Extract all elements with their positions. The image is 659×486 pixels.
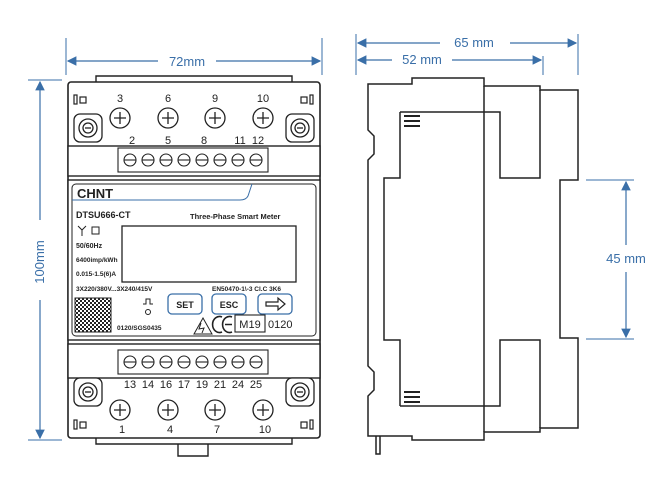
terminal-label: 1 <box>119 424 125 436</box>
terminal-label: 6 <box>165 93 171 105</box>
pulse-led-icon <box>143 298 153 315</box>
terminal-label: 10 <box>257 93 269 105</box>
current-label: 0.015-1.5(6)A <box>76 271 116 278</box>
qr-code <box>74 297 112 333</box>
side-depth-inner-label: 52 mm <box>402 52 442 67</box>
terminal-label: 25 <box>250 379 262 391</box>
bottom-screw-terminals <box>109 399 274 421</box>
frequency-label: 50/60Hz <box>76 243 103 250</box>
rail-height-label: 45 mm <box>606 251 646 266</box>
brand-logo: CHNT <box>77 186 113 201</box>
terminal-label: 3 <box>117 93 123 105</box>
model-label: DTSU666-CT <box>76 210 131 220</box>
corner-marks-bottom <box>73 419 314 430</box>
mounting-screws-top <box>73 113 315 143</box>
front-height-dimension: 100mm <box>28 79 62 441</box>
notified-body-number: 0120 <box>268 319 292 331</box>
lcd-display <box>121 225 297 283</box>
front-height-label: 100mm <box>32 240 47 283</box>
terminal-label: 11 <box>234 135 245 147</box>
set-button[interactable]: SET <box>167 293 203 315</box>
corner-marks-top <box>73 94 314 105</box>
terminal-label: 12 <box>252 135 264 147</box>
terminal-label: 21 <box>214 379 226 391</box>
terminal-label: 13 <box>124 379 136 391</box>
terminal-label: 14 <box>142 379 154 391</box>
voltage-label: 3X220/380V...3X240/415V <box>76 286 153 293</box>
esc-button-label: ESC <box>220 300 239 310</box>
terminal-label: 10 <box>259 424 271 436</box>
meter-title: Three-Phase Smart Meter <box>190 212 281 221</box>
arrow-right-icon <box>265 296 286 312</box>
terminal-label: 4 <box>167 424 173 436</box>
bottom-small-terminal-block <box>117 349 269 375</box>
meter-side-view <box>367 77 579 455</box>
standard-label: EN50470-1\-3 Cl.C 3K6 <box>212 286 281 293</box>
ce-mark-icon <box>211 315 233 334</box>
antenna-icon <box>77 225 87 236</box>
front-width-dimension: 72mm <box>65 38 323 75</box>
double-insulation-icon <box>91 226 100 235</box>
terminal-label: 7 <box>214 424 220 436</box>
top-screw-terminals <box>109 107 274 129</box>
terminal-label: 5 <box>165 135 171 147</box>
terminal-label: 9 <box>212 93 218 105</box>
side-depth-label: 65 mm <box>454 35 494 50</box>
svg-text:M19: M19 <box>239 319 260 331</box>
side-depth-dimension: 65 mm 52 mm <box>355 34 579 75</box>
front-width-label: 72mm <box>169 54 205 69</box>
warning-icon <box>193 316 213 335</box>
next-button[interactable] <box>257 293 293 315</box>
top-small-terminal-block <box>117 147 269 173</box>
impulse-label: 6400imp/kWh <box>76 257 118 264</box>
set-button-label: SET <box>176 300 194 310</box>
m19-mark: M19 <box>234 314 266 333</box>
meter-front-view: 3 6 9 10 2 5 8 11 12 <box>67 75 321 457</box>
terminal-label: 8 <box>201 135 207 147</box>
terminal-label: 19 <box>196 379 208 391</box>
rail-height-dimension: 45 mm <box>586 179 646 340</box>
mounting-screws-bottom <box>73 377 315 407</box>
terminal-label: 24 <box>232 379 244 391</box>
terminal-label: 17 <box>178 379 190 391</box>
cert-label: 0120/SGS0435 <box>117 325 162 332</box>
terminal-label: 16 <box>160 379 172 391</box>
esc-button[interactable]: ESC <box>211 293 247 315</box>
terminal-label: 2 <box>129 135 135 147</box>
